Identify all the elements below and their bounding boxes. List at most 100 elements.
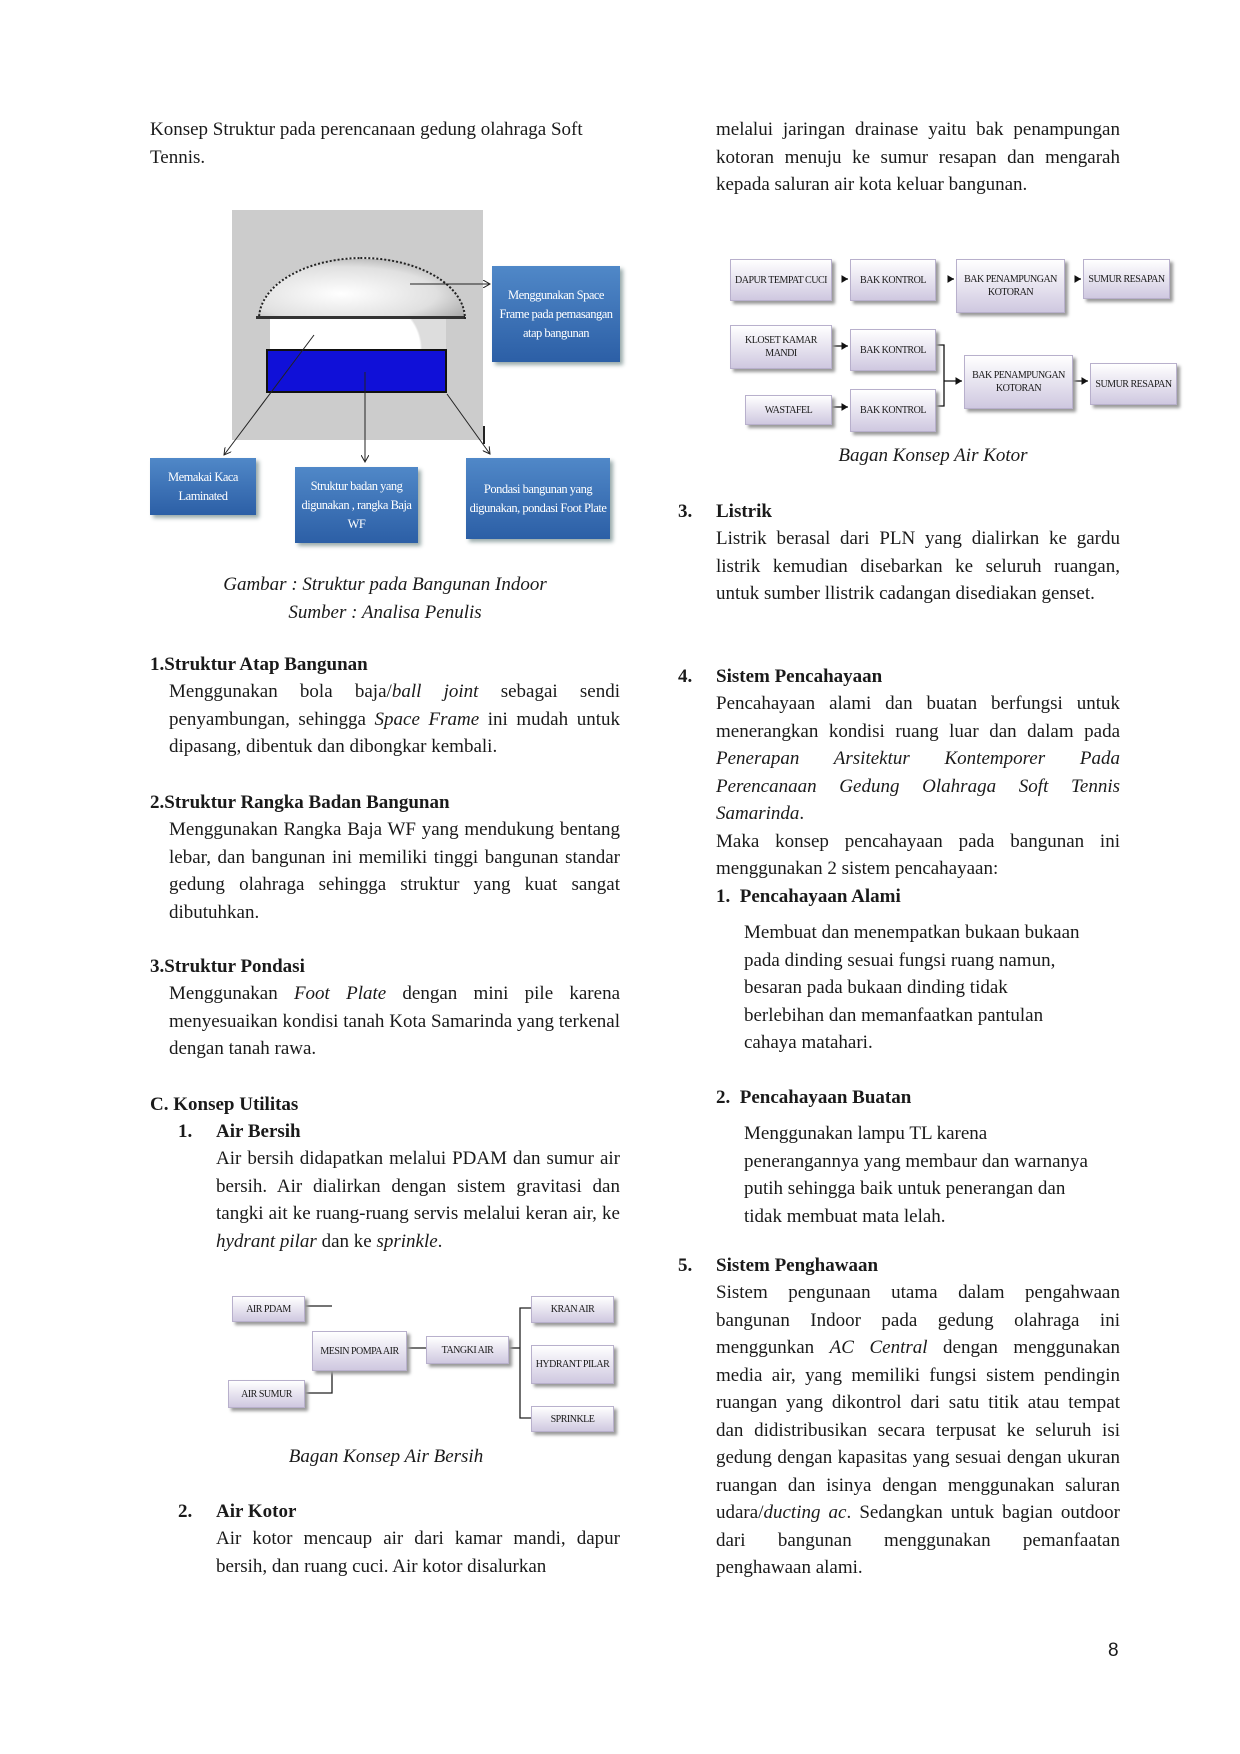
heading-air-bersih: Air Bersih	[216, 1121, 301, 1142]
text-line: besaran pada bukaan dinding tidak	[744, 977, 1008, 998]
pencahayaan-number: 4.	[678, 666, 693, 687]
text-segment: dengan mini pile karena menyesuaikan kon…	[169, 983, 620, 1059]
text-segment: Menggunakan Rangka Baja WF yang mendukun…	[169, 819, 620, 923]
heading-listrik: Listrik	[716, 501, 772, 522]
text-segment: Air kotor mencaup air dari kamar mandi, …	[216, 1528, 620, 1577]
text-line: cahaya matahari.	[744, 1032, 873, 1053]
box-bak-kontrol: BAK KONTROL	[850, 329, 936, 371]
paragraph-text: Menggunakan bola baja/ball joint sebagai…	[169, 678, 620, 761]
box-dapur-tempat-cuci: DAPUR TEMPAT CUCI	[730, 259, 832, 301]
heading-pencahayaan-alami: 1. Pencahayaan Alami	[716, 886, 901, 907]
text-line: penerangannya yang membaur dan warnanya	[744, 1150, 1088, 1172]
heading-sistem-penghawaan: Sistem Penghawaan	[716, 1255, 879, 1276]
box-kran-air: KRAN AIR	[531, 1296, 614, 1323]
text-segment: ini mudah untuk dipasang, dibentuk dan d…	[169, 708, 620, 758]
heading-struktur-pondasi: 3.Struktur Pondasi	[150, 956, 305, 977]
italic-text: AC Central	[829, 1337, 928, 1358]
italic-text: Penerapan Arsitektur Kontemporer Pada Pe…	[716, 748, 1120, 824]
text-line: tidak membuat mata lelah.	[744, 1205, 946, 1227]
para-air-kotor-continued: melalui jaringan drainase yaitu bak pena…	[716, 116, 1120, 199]
para-air-bersih: Air bersih didapatkan melalui PDAM dan s…	[216, 1145, 620, 1255]
text-line: Menggunakan lampu TL karena	[744, 1123, 988, 1144]
paragraph-text: Sistem pengunaan utama dalam pengahwaan …	[716, 1279, 1120, 1582]
para-sistem-pencahayaan: Pencahayaan alami dan buatan berfungsi u…	[716, 690, 1120, 883]
text-line: berlebihan dan memanfaatkan pantulan	[744, 1004, 1044, 1026]
italic-text: Space Frame	[374, 708, 480, 730]
text-segment: .	[799, 803, 805, 824]
italic-text: ducting ac	[763, 1502, 847, 1523]
italic-text: hydrant pilar	[216, 1230, 317, 1252]
label-space-frame: Menggunakan Space Frame pada pemasangan …	[492, 266, 620, 362]
para-pencahayaan-buatan: Menggunakan lampu TL karena peneranganny…	[744, 1120, 1120, 1230]
box-air-pdam: AIR PDAM	[232, 1296, 305, 1322]
label-laminated-glass: Memakai Kaca Laminated	[150, 458, 256, 515]
figure-caption: Gambar : Struktur pada Bangunan Indoor S…	[150, 571, 620, 627]
para-listrik: Listrik berasal dari PLN yang dialirkan …	[716, 525, 1120, 608]
box-sprinkle: SPRINKLE	[531, 1406, 614, 1432]
paragraph-text: Listrik berasal dari PLN yang dialirkan …	[716, 525, 1120, 608]
paragraph-text: Pencahayaan alami dan buatan berfungsi u…	[716, 690, 1120, 828]
text-segment: Pencahayaan alami dan buatan berfungsi u…	[716, 693, 1120, 742]
paragraph-text: Air kotor mencaup air dari kamar mandi, …	[216, 1525, 620, 1580]
box-mesin-pompa: MESIN POMPA AIR	[312, 1331, 407, 1371]
heading-struktur-rangka: 2.Struktur Rangka Badan Bangunan	[150, 792, 450, 813]
text-segment: Konsep Struktur pada perencanaan gedung …	[150, 119, 583, 168]
heading-struktur-atap: 1.Struktur Atap Bangunan	[150, 654, 368, 675]
text-segment: Menggunakan bola baja/	[169, 681, 392, 702]
para-air-kotor: Air kotor mencaup air dari kamar mandi, …	[216, 1525, 620, 1580]
para-struktur-rangka: Menggunakan Rangka Baja WF yang mendukun…	[169, 816, 620, 926]
heading-air-kotor: Air Kotor	[216, 1501, 297, 1522]
para-struktur-pondasi: Menggunakan Foot Plate dengan mini pile …	[169, 980, 620, 1063]
box-sumur-resapan: SUMUR RESAPAN	[1090, 363, 1177, 405]
paragraph-text: Air bersih didapatkan melalui PDAM dan s…	[216, 1145, 620, 1255]
label-steel-frame: Struktur badan yang digunakan , rangka B…	[295, 467, 418, 543]
penghawaan-number: 5.	[678, 1255, 693, 1276]
intro-text: Konsep Struktur pada perencanaan gedung …	[150, 116, 620, 171]
building-body	[266, 349, 447, 393]
glass-arches	[270, 319, 446, 349]
text-segment: Sistem pengunaan utama dalam pengahwaan …	[716, 1282, 1120, 1358]
para-struktur-atap: Menggunakan bola baja/ball joint sebagai…	[169, 678, 620, 761]
roof-base	[256, 316, 464, 319]
text-line: putih sehingga baik untuk penerangan dan	[744, 1178, 1066, 1199]
box-bak-kontrol: BAK KONTROL	[850, 389, 936, 432]
para-sistem-penghawaan: Sistem pengunaan utama dalam pengahwaan …	[716, 1279, 1120, 1582]
text-line: pada dinding sesuai fungsi ruang namun,	[744, 949, 1056, 971]
text-segment: sebagai sendi penyambungan, sehingga	[169, 681, 620, 730]
text-segment: Listrik berasal dari PLN yang dialirkan …	[716, 528, 1120, 604]
para-pencahayaan-alami: Membuat dan menempatkan bukaan bukaan pa…	[744, 919, 1120, 1057]
text-segment: . Sedangkan untuk bagian outdoor dari ba…	[716, 1502, 1120, 1578]
text-segment: Menggunakan	[169, 983, 294, 1004]
page-number: 8	[1108, 1640, 1119, 1661]
heading-konsep-utilitas: C. Konsep Utilitas	[150, 1094, 299, 1115]
box-hydrant-pilar: HYDRANT PILAR	[531, 1345, 614, 1384]
box-kloset-kamar-mandi: KLOSET KAMAR MANDI	[730, 325, 832, 369]
listrik-number: 3.	[678, 501, 693, 522]
text-line: Membuat dan menempatkan bukaan bukaan	[744, 922, 1080, 943]
air-bersih-caption: Bagan Konsep Air Bersih	[288, 1446, 484, 1467]
air-bersih-number: 1.	[178, 1121, 193, 1142]
italic-text: Foot Plate	[293, 983, 387, 1004]
italic-text: ball joint	[391, 681, 479, 702]
box-sumur-resapan: SUMUR RESAPAN	[1083, 259, 1170, 299]
box-bak-penampungan: BAK PENAMPUNGAN KOTORAN	[956, 259, 1065, 313]
text-segment: dengan menggunakan media air, yang memil…	[716, 1337, 1120, 1523]
box-air-sumur: AIR SUMUR	[228, 1380, 305, 1408]
air-kotor-connectors	[830, 275, 1088, 411]
box-bak-kontrol: BAK KONTROL	[850, 259, 936, 301]
text-segment: Maka konsep pencahayaan pada bangunan in…	[716, 830, 1120, 880]
air-kotor-number: 2.	[178, 1501, 193, 1522]
text-segment: .	[437, 1230, 443, 1252]
label-foundation: Pondasi bangunan yang digunakan, pondasi…	[466, 458, 610, 539]
paragraph-text: melalui jaringan drainase yaitu bak pena…	[716, 116, 1120, 199]
caption-source: Sumber : Analisa Penulis	[288, 602, 482, 623]
text-segment: Air bersih didapatkan melalui PDAM dan s…	[216, 1148, 620, 1224]
italic-text: sprinkle	[376, 1230, 438, 1252]
paragraph-text: Menggunakan Rangka Baja WF yang mendukun…	[169, 816, 620, 926]
box-wastafel: WASTAFEL	[745, 395, 832, 425]
air-kotor-caption: Bagan Konsep Air Kotor	[838, 445, 1028, 466]
box-bak-penampungan: BAK PENAMPUNGAN KOTORAN	[964, 355, 1073, 409]
heading-pencahayaan-buatan: 2. Pencahayaan Buatan	[716, 1087, 912, 1108]
paragraph-text: Maka konsep pencahayaan pada bangunan in…	[716, 828, 1120, 883]
box-tangki-air: TANGKI AIR	[426, 1336, 509, 1364]
